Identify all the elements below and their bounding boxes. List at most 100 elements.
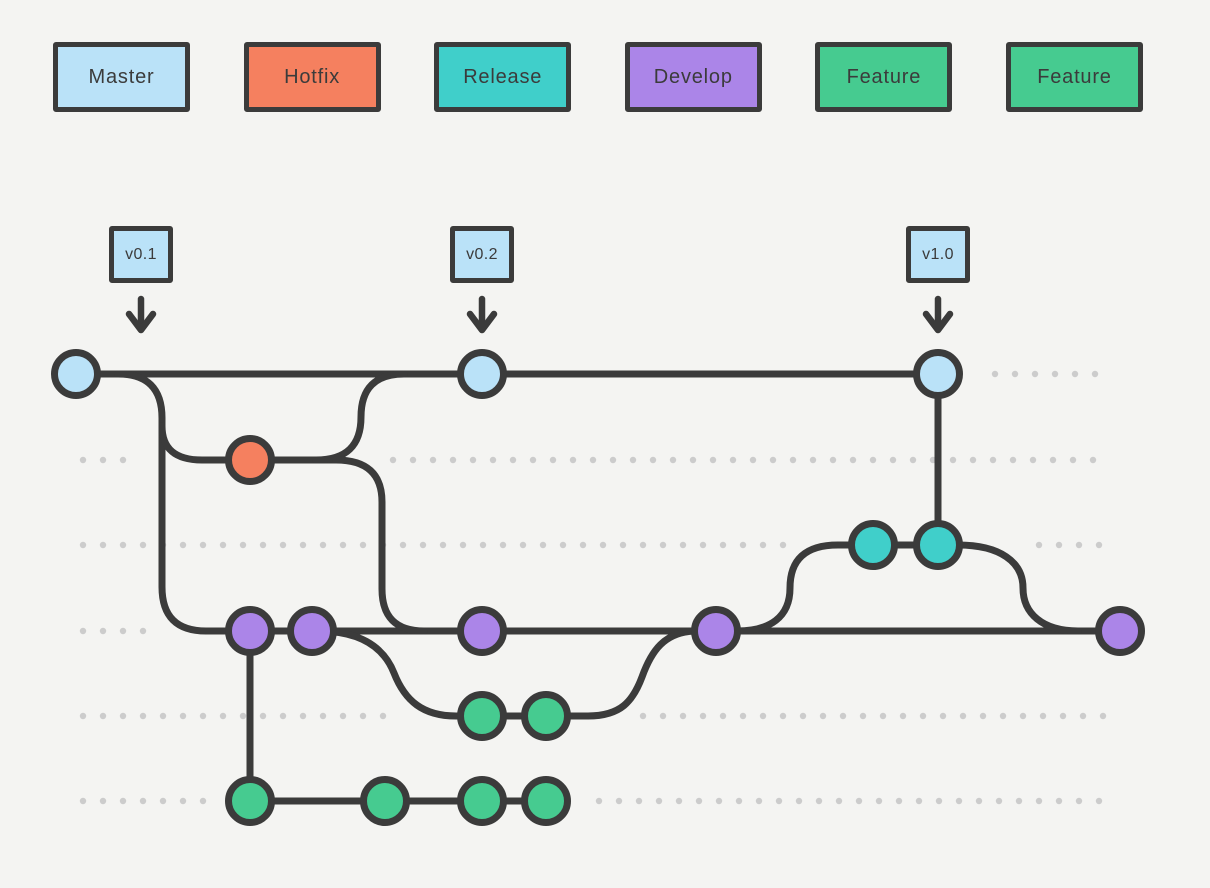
lane-dot-feature [639, 712, 647, 720]
lane-dot-hotfix [99, 456, 107, 464]
lane-dot-release [79, 541, 87, 549]
lane-dot-feature [1039, 712, 1047, 720]
lane-dot-feature-2 [855, 797, 863, 805]
lane-dot-release [199, 541, 207, 549]
lane-dot-release [519, 541, 527, 549]
lane-dot-feature [799, 712, 807, 720]
lane-dot-hotfix [649, 456, 657, 464]
lane-dot-feature [1059, 712, 1067, 720]
commit-develop-2 [457, 606, 507, 656]
lane-dot-release [1095, 541, 1103, 549]
lane-dot-hotfix [119, 456, 127, 464]
commit-feature-1 [521, 691, 571, 741]
lane-dot-hotfix [949, 456, 957, 464]
lane-dot-release [119, 541, 127, 549]
lane-dot-hotfix [769, 456, 777, 464]
lane-dot-feature-2 [79, 797, 87, 805]
connector-branch-to-hotfix [158, 422, 344, 464]
lane-dot-feature [919, 712, 927, 720]
commit-release-1 [913, 520, 963, 570]
tag-arrow-head-v1.0 [922, 310, 954, 334]
lane-dot-feature-2 [99, 797, 107, 805]
lane-dot-release [299, 541, 307, 549]
lane-dot-feature [259, 712, 267, 720]
lane-dot-feature [299, 712, 307, 720]
tag-v0.1: v0.1 [109, 226, 173, 283]
connector-develop-feature-loop [314, 627, 701, 720]
lane-dot-feature [1079, 712, 1087, 720]
lane-dot-feature-2 [895, 797, 903, 805]
lane-dot-master [1071, 370, 1079, 378]
lane-dot-hotfix [729, 456, 737, 464]
legend-label: Develop [653, 65, 733, 88]
commit-hotfix-0 [225, 435, 275, 485]
lane-dot-feature [1099, 712, 1107, 720]
lane-dot-hotfix [989, 456, 997, 464]
lane-dot-release [139, 541, 147, 549]
lane-dot-release [559, 541, 567, 549]
lane-dot-feature-2 [735, 797, 743, 805]
lane-dot-release [99, 541, 107, 549]
lane-dot-release [279, 541, 287, 549]
lane-dot-release [399, 541, 407, 549]
commit-master-0 [51, 349, 101, 399]
lane-dot-master [991, 370, 999, 378]
commit-feature-2-3 [521, 776, 571, 826]
lane-dot-feature-2 [1095, 797, 1103, 805]
legend-item-develop: Develop [624, 42, 762, 112]
lane-dot-feature [239, 712, 247, 720]
lane-dot-develop [119, 627, 127, 635]
lane-dot-release [1055, 541, 1063, 549]
connector-release-merge-to-develop [934, 541, 1082, 635]
lane-dot-feature [1019, 712, 1027, 720]
lane-dot-hotfix [609, 456, 617, 464]
lane-dot-hotfix [1029, 456, 1037, 464]
tag-label: v1.0 [922, 245, 954, 263]
lane-dot-release [419, 541, 427, 549]
lane-dot-hotfix [1089, 456, 1097, 464]
lane-dot-hotfix [809, 456, 817, 464]
lane-dot-feature [319, 712, 327, 720]
lane-dot-feature [99, 712, 107, 720]
lane-dot-hotfix [529, 456, 537, 464]
lane-dot-hotfix [389, 456, 397, 464]
lane-dot-feature-2 [995, 797, 1003, 805]
lane-dot-feature-2 [915, 797, 923, 805]
lane-dot-release [1075, 541, 1083, 549]
legend-label: Feature [1037, 65, 1112, 88]
lane-dot-feature-2 [955, 797, 963, 805]
lane-dot-release [259, 541, 267, 549]
tag-label: v0.2 [466, 245, 498, 263]
lane-dot-hotfix [409, 456, 417, 464]
lane-dot-release [679, 541, 687, 549]
lane-dot-release [719, 541, 727, 549]
legend-label: Release [463, 65, 543, 88]
lane-dot-hotfix [629, 456, 637, 464]
lane-dot-feature-2 [935, 797, 943, 805]
lane-dot-feature-2 [655, 797, 663, 805]
lane-dot-feature-2 [119, 797, 127, 805]
lane-dot-release [739, 541, 747, 549]
lane-dot-feature [739, 712, 747, 720]
lane-dot-feature-2 [199, 797, 207, 805]
lane-dot-release [1035, 541, 1043, 549]
lane-dot-hotfix [709, 456, 717, 464]
lane-dot-release [659, 541, 667, 549]
lane-dot-feature-2 [1035, 797, 1043, 805]
lane-dot-release [179, 541, 187, 549]
lane-dot-feature-2 [815, 797, 823, 805]
lane-dot-master [1091, 370, 1099, 378]
lane-dot-hotfix [509, 456, 517, 464]
commit-develop-0 [225, 606, 275, 656]
lane-dot-release [219, 541, 227, 549]
lane-dot-feature-2 [179, 797, 187, 805]
tag-label: v0.1 [125, 245, 157, 263]
lane-dot-release [479, 541, 487, 549]
lane-dot-hotfix [909, 456, 917, 464]
lane-dot-feature-2 [1075, 797, 1083, 805]
lane-dot-hotfix [869, 456, 877, 464]
lane-dot-feature-2 [675, 797, 683, 805]
commit-release-0 [848, 520, 898, 570]
